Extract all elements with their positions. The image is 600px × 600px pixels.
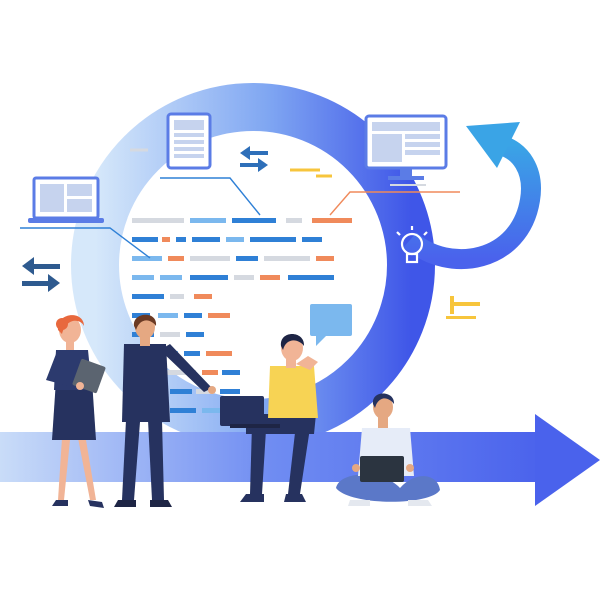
code-line-segment bbox=[226, 237, 244, 242]
code-line-segment bbox=[184, 351, 200, 356]
code-line-segment bbox=[222, 370, 240, 375]
code-line-segment bbox=[132, 294, 164, 299]
code-line-segment bbox=[186, 332, 204, 337]
chat-bubble-icon bbox=[310, 304, 352, 346]
code-line-segment bbox=[132, 256, 162, 261]
code-line-segment bbox=[192, 237, 220, 242]
code-line-segment bbox=[176, 237, 186, 242]
code-line-segment bbox=[168, 256, 184, 261]
code-line-segment bbox=[170, 389, 192, 394]
tablet-icon bbox=[166, 112, 212, 170]
code-line-segment bbox=[316, 256, 334, 261]
accent-marks bbox=[446, 296, 480, 319]
code-line-segment bbox=[264, 256, 310, 261]
code-line-segment bbox=[190, 256, 230, 261]
swap-arrows-icon bbox=[240, 146, 268, 172]
code-line-segment bbox=[170, 408, 196, 413]
code-line-segment bbox=[160, 275, 182, 280]
code-line-segment bbox=[312, 218, 352, 223]
code-line-segment bbox=[132, 237, 158, 242]
code-line-segment bbox=[202, 370, 218, 375]
connector-lines bbox=[20, 148, 460, 259]
man-with-laptop-sitting bbox=[220, 334, 318, 502]
code-line-segment bbox=[190, 275, 228, 280]
code-line-segment bbox=[132, 218, 184, 223]
code-line-segment bbox=[302, 237, 322, 242]
code-line-segment bbox=[208, 313, 230, 318]
return-arrow-icon bbox=[403, 122, 541, 270]
code-line-segment bbox=[236, 256, 258, 261]
code-line-segment bbox=[162, 237, 170, 242]
woman-with-tablet bbox=[46, 315, 106, 508]
code-line-segment bbox=[220, 389, 240, 394]
code-line-segment bbox=[194, 294, 212, 299]
code-line-segment bbox=[170, 294, 184, 299]
code-line-segment bbox=[202, 408, 224, 413]
code-line-segment bbox=[160, 332, 180, 337]
laptop-icon bbox=[28, 176, 104, 223]
code-line-segment bbox=[184, 313, 202, 318]
code-line-segment bbox=[286, 218, 302, 223]
code-line-segment bbox=[234, 275, 254, 280]
code-line-segment bbox=[206, 351, 232, 356]
lightbulb-icon bbox=[396, 226, 428, 264]
code-line-segment bbox=[190, 218, 226, 223]
monitor-icon bbox=[364, 114, 448, 180]
man-pointing bbox=[114, 314, 216, 507]
swap-arrows-icon bbox=[22, 257, 60, 292]
code-line-segment bbox=[158, 313, 178, 318]
code-line-segment bbox=[260, 275, 280, 280]
code-line-segment bbox=[288, 275, 334, 280]
man-with-laptop-cross-legged bbox=[336, 393, 440, 506]
code-line-segment bbox=[250, 237, 296, 242]
code-line-segment bbox=[166, 370, 196, 375]
code-line-segment bbox=[132, 275, 154, 280]
code-line-segment bbox=[232, 218, 276, 223]
